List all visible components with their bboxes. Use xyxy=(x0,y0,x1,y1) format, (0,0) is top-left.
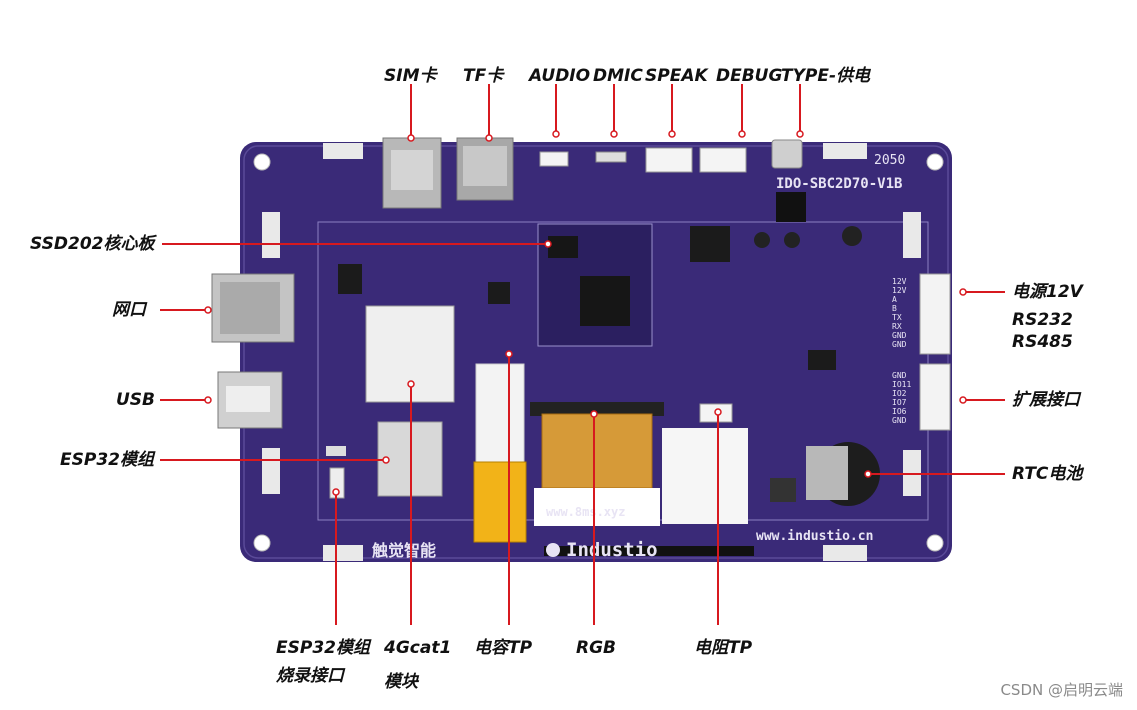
label-esp32-flash-line2: 烧录接口 xyxy=(276,666,344,686)
pin-label: IO7 xyxy=(892,398,907,407)
label-audio: AUDIO xyxy=(529,66,591,86)
board-url-left: www.8ms.xyz xyxy=(546,505,625,519)
label-rs485: RS485 xyxy=(1012,332,1073,352)
speak-connector xyxy=(645,147,693,173)
pin-label: TX xyxy=(892,313,902,322)
label-rs232: RS232 xyxy=(1012,310,1073,330)
label-speak: SPEAK xyxy=(645,66,708,86)
type-c-connector xyxy=(771,139,803,169)
board-code: 2050 xyxy=(874,153,905,168)
board-brand-cn: 触觉智能 xyxy=(371,541,436,560)
pin-label: GND xyxy=(892,340,907,349)
dmic-connector xyxy=(595,151,627,163)
label-esp32-flash-line1: ESP32模组 xyxy=(276,638,370,658)
label-tf: TF卡 xyxy=(463,66,504,86)
rgb-connector xyxy=(541,413,653,489)
callout-dots xyxy=(204,130,967,496)
callout-lines xyxy=(160,84,1005,625)
expansion-connector xyxy=(919,363,951,431)
label-res-tp: 电阻TP xyxy=(694,638,753,658)
watermark: CSDN @启明云端 xyxy=(1000,681,1123,699)
label-power-12v: 电源12V xyxy=(1012,282,1083,302)
debug-connector xyxy=(699,147,747,173)
board-brand: Industio xyxy=(566,539,658,561)
label-type-power: TYPE-供电 xyxy=(781,66,871,86)
label-rtc: RTC电池 xyxy=(1012,464,1083,484)
label-rgb: RGB xyxy=(576,638,617,658)
pin-label: GND xyxy=(892,331,907,340)
board-model: IDO-SBC2D70-V1B xyxy=(776,176,902,192)
pin-label: IO11 xyxy=(892,380,911,389)
label-expansion: 扩展接口 xyxy=(1012,390,1080,410)
pin-label: IO2 xyxy=(892,389,907,398)
board-url-right: www.industio.cn xyxy=(756,529,873,544)
label-sim: SIM卡 xyxy=(384,66,437,86)
label-ethernet: 网口 xyxy=(112,300,146,320)
label-core-board: SSD202核心板 xyxy=(30,234,155,254)
label-4g-line1: 4Gcat1 xyxy=(384,638,452,658)
pin-label: GND xyxy=(892,371,907,380)
pin-label: RX xyxy=(892,322,902,331)
pin-label: GND xyxy=(892,416,907,425)
pin-label: A xyxy=(892,295,897,304)
pin-label: 12V xyxy=(892,277,907,286)
audio-connector xyxy=(539,151,569,167)
label-dmic: DMIC xyxy=(593,66,643,86)
pin-label: IO6 xyxy=(892,407,907,416)
label-cap-tp: 电容TP xyxy=(474,638,533,658)
cap-tp-connector xyxy=(473,461,527,543)
pin-label: 12V xyxy=(892,286,907,295)
label-debug: DEBUG xyxy=(716,66,783,86)
label-esp32: ESP32模组 xyxy=(60,450,154,470)
label-4g-line2: 模块 xyxy=(384,672,418,692)
power-rs-connector xyxy=(919,273,951,355)
pin-label: B xyxy=(892,304,897,313)
label-usb: USB xyxy=(116,390,156,410)
